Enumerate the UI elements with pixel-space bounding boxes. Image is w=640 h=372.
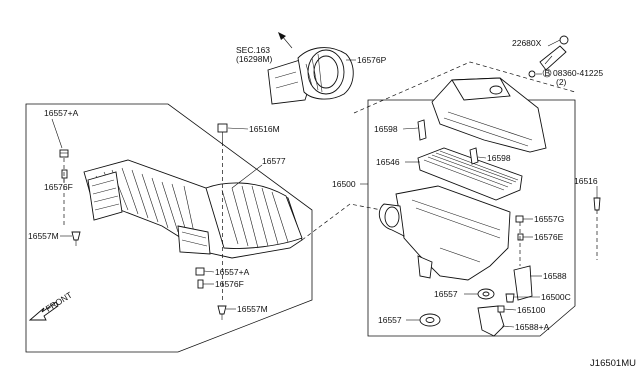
callout-16557A-bottom: 16557+A bbox=[215, 267, 250, 277]
sec-label-line1: SEC.163 bbox=[236, 45, 270, 55]
callout-16500: 16500 bbox=[332, 179, 356, 189]
callout-16576F-bottom: 16576F bbox=[215, 279, 244, 289]
grommet-16576F-left-icon bbox=[61, 169, 68, 179]
sensor-22680X-icon bbox=[539, 35, 569, 71]
callout-08360-prefix: B bbox=[545, 68, 551, 78]
left-assembly-frame bbox=[25, 103, 313, 353]
clip-16557G-icon bbox=[515, 215, 524, 223]
callout-16557M-left: 16557M bbox=[28, 231, 59, 241]
filter-element-16546 bbox=[417, 147, 523, 201]
sec-label-line2: (16298M) bbox=[236, 54, 273, 64]
bracket-16588A-icon bbox=[477, 305, 505, 337]
air-cleaner-cover bbox=[431, 77, 547, 153]
callout-08360-qty: (2) bbox=[556, 77, 567, 87]
grommet-16576E-icon bbox=[517, 233, 524, 241]
clamp-16598-b-icon bbox=[469, 147, 479, 165]
bolt-16500C-icon bbox=[505, 293, 515, 303]
callout-16516: 16516 bbox=[574, 176, 598, 186]
callout-16557-b: 16557 bbox=[378, 315, 402, 325]
callout-16576E: 16576E bbox=[534, 232, 564, 242]
bracket-16588-icon bbox=[513, 265, 533, 301]
callout-08360: 08360-41225 bbox=[553, 68, 603, 78]
bolt-16516M-icon bbox=[217, 123, 228, 142]
grommet-16576F-bottom-icon bbox=[197, 279, 204, 289]
callout-16500C: 16500C bbox=[541, 292, 571, 302]
insulator-16557-icon bbox=[477, 288, 495, 300]
reference-code: J16501MU bbox=[590, 358, 636, 369]
clip-16557A-bottom-icon bbox=[195, 267, 205, 276]
front-arrow-icon bbox=[28, 301, 59, 321]
front-label: FRONT bbox=[44, 290, 74, 314]
callout-16588A: 16588+A bbox=[515, 322, 550, 332]
insulator-16557-b-icon bbox=[419, 313, 441, 327]
callout-16576P: 16576P bbox=[357, 55, 387, 65]
right-assembly-frame bbox=[367, 99, 576, 337]
callout-16598-b: 16598 bbox=[487, 153, 511, 163]
callout-16557G: 16557G bbox=[534, 214, 564, 224]
callout-16557M-bottom: 16557M bbox=[237, 304, 268, 314]
callout-16557: 16557 bbox=[434, 289, 458, 299]
bolt-165100-icon bbox=[497, 305, 505, 313]
bolt-16516-icon bbox=[593, 197, 601, 211]
callout-16546: 16546 bbox=[376, 157, 400, 167]
resonator-duct-16577 bbox=[83, 159, 303, 259]
sec-arrow-icon bbox=[278, 32, 293, 49]
callout-16588: 16588 bbox=[543, 271, 567, 281]
callout-16557A-top: 16557+A bbox=[44, 108, 79, 118]
callout-165100: 165100 bbox=[517, 305, 546, 315]
right-assembly-frame-top bbox=[353, 61, 576, 114]
bolt-16557M-left-icon bbox=[71, 231, 81, 246]
callout-16577: 16577 bbox=[262, 156, 286, 166]
intake-duct-16576P bbox=[267, 47, 354, 105]
clamp-16598-a-icon bbox=[417, 119, 427, 141]
bolt-16557M-bottom-icon bbox=[217, 305, 227, 320]
air-cleaner-case bbox=[378, 185, 511, 281]
callout-22680X: 22680X bbox=[512, 38, 542, 48]
callout-16576F-left: 16576F bbox=[44, 182, 73, 192]
bolt-08360-icon bbox=[528, 70, 536, 78]
callout-16598-a: 16598 bbox=[374, 124, 398, 134]
clip-16557A-top-icon bbox=[59, 149, 69, 158]
callout-16516M: 16516M bbox=[249, 124, 280, 134]
